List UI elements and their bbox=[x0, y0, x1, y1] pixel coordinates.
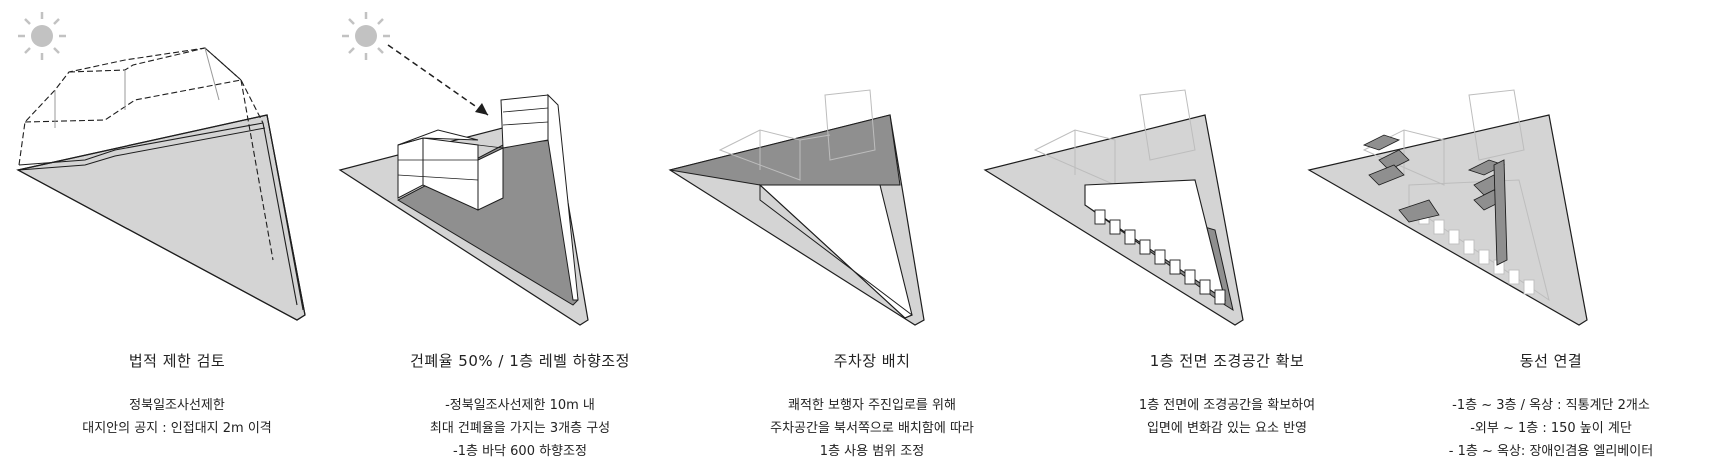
panel-title: 1층 전면 조경공간 확보 bbox=[1149, 352, 1305, 370]
panel-title: 법적 제한 검토 bbox=[128, 352, 226, 370]
sun-icon bbox=[342, 12, 390, 60]
panel-description: 쾌적한 보행자 주진입로를 위해 주차공간을 북서쪽으로 배치함에 따라 1층 … bbox=[700, 394, 1044, 463]
description-line: 정북일조사선제한 bbox=[129, 398, 225, 413]
parking-layout-diagram bbox=[668, 89, 925, 326]
description-line: - 1층 ~ 옥상: 장애인겸용 엘리베이터 bbox=[1448, 444, 1654, 459]
diagram-panel-coverage: 건폐율 50% / 1층 레벨 하향조정 -정북일조사선제한 10m 내 최대 … bbox=[338, 0, 692, 472]
sun-direction-arrow bbox=[387, 44, 489, 116]
diagram-panel-parking: 주차장 배치 쾌적한 보행자 주진입로를 위해 주차공간을 북서쪽으로 배치함에… bbox=[668, 0, 1044, 472]
panel-title: 주차장 배치 bbox=[833, 352, 911, 370]
panel-description: -1층 ~ 3층 / 옥상 : 직통계단 2개소 -외부 ~ 1층 : 150 … bbox=[1379, 394, 1723, 463]
description-line: -1층 바닥 600 하향조정 bbox=[453, 444, 587, 459]
panel-description: 1층 전면에 조경공간을 확보하여 입면에 변화감 있는 요소 반영 bbox=[1055, 394, 1399, 440]
diagram-panel-circulation: 동선 연결 -1층 ~ 3층 / 옥상 : 직통계단 2개소 -외부 ~ 1층 … bbox=[1307, 0, 1723, 472]
description-line: 주차공간을 북서쪽으로 배치함에 따라 bbox=[770, 421, 974, 436]
description-line: -1층 ~ 3층 / 옥상 : 직통계단 2개소 bbox=[1452, 398, 1650, 413]
circulation-diagram bbox=[1307, 89, 1588, 326]
description-line: 1층 사용 범위 조정 bbox=[819, 444, 925, 459]
sun-icon bbox=[18, 12, 66, 60]
panel-title: 건폐율 50% / 1층 레벨 하향조정 bbox=[410, 352, 630, 370]
site-ground bbox=[16, 114, 306, 321]
landscape-space-diagram bbox=[983, 89, 1244, 326]
envelope-dashed-lines bbox=[18, 47, 274, 261]
diagram-panel-legal-review: 법적 제한 검토 정북일조사선제한 대지안의 공지 : 인접대지 2m 이격 bbox=[5, 0, 349, 472]
diagram-panel-landscape: 1층 전면 조경공간 확보 1층 전면에 조경공간을 확보하여 입면에 변화감 … bbox=[983, 0, 1399, 472]
panel-description: -정북일조사선제한 10m 내 최대 건폐율을 가지는 3개층 구성 -1층 바… bbox=[348, 394, 692, 463]
description-line: 최대 건폐율을 가지는 3개층 구성 bbox=[429, 421, 611, 436]
description-line: -외부 ~ 1층 : 150 높이 계단 bbox=[1470, 421, 1632, 436]
elevator-core bbox=[1493, 159, 1508, 266]
building-mass-diagram bbox=[338, 44, 589, 326]
description-line: 대지안의 공지 : 인접대지 2m 이격 bbox=[82, 421, 272, 436]
panel-title: 동선 연결 bbox=[1519, 352, 1583, 370]
site-envelope-diagram bbox=[16, 47, 306, 321]
description-line: 1층 전면에 조경공간을 확보하여 bbox=[1138, 398, 1316, 413]
stair-steps bbox=[1094, 209, 1226, 305]
description-line: 쾌적한 보행자 주진입로를 위해 bbox=[788, 398, 956, 413]
description-line: 입면에 변화감 있는 요소 반영 bbox=[1146, 421, 1308, 436]
panel-description: 정북일조사선제한 대지안의 공지 : 인접대지 2m 이격 bbox=[5, 394, 349, 440]
description-line: -정북일조사선제한 10m 내 bbox=[445, 398, 595, 413]
